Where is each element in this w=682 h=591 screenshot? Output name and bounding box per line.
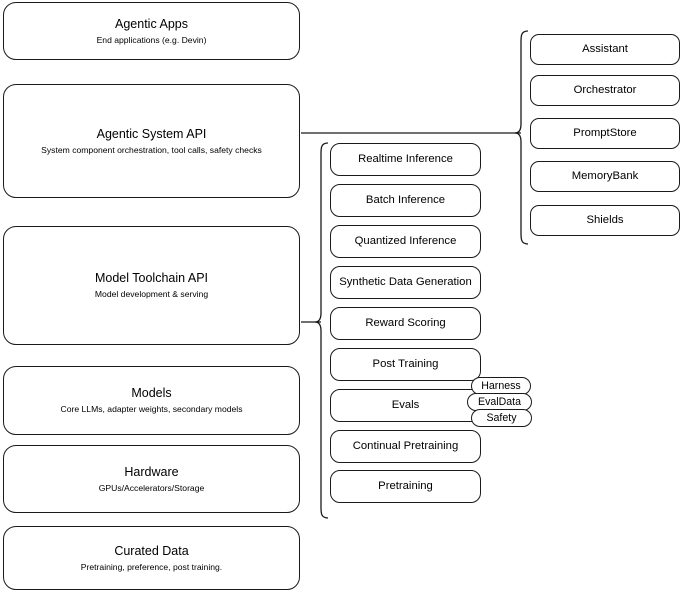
- component-post-training[interactable]: Post Training: [330, 348, 481, 381]
- component-realtime-inference[interactable]: Realtime Inference: [330, 143, 481, 176]
- component-quantized-inference[interactable]: Quantized Inference: [330, 225, 481, 258]
- component-label: Quantized Inference: [354, 235, 457, 247]
- layer-title: Agentic System API: [96, 126, 207, 141]
- component-label: Shields: [586, 214, 624, 226]
- layer-subtitle: GPUs/Accelerators/Storage: [98, 482, 205, 493]
- component-pretraining[interactable]: Pretraining: [330, 470, 481, 503]
- component-label: Orchestrator: [573, 84, 637, 96]
- component-label: Synthetic Data Generation: [339, 276, 472, 288]
- component-label: Evals: [391, 399, 420, 411]
- layer-subtitle: End applications (e.g. Devin): [96, 34, 207, 45]
- layer-curated-data[interactable]: Curated Data Pretraining, preference, po…: [3, 526, 300, 590]
- component-synthetic-data-generation[interactable]: Synthetic Data Generation: [330, 266, 481, 299]
- component-label: Reward Scoring: [365, 317, 446, 329]
- component-shields[interactable]: Shields: [530, 205, 680, 236]
- component-promptstore[interactable]: PromptStore: [530, 118, 680, 149]
- component-label: Pretraining: [378, 480, 433, 492]
- component-assistant[interactable]: Assistant: [530, 34, 680, 65]
- layer-title: Curated Data: [114, 543, 189, 558]
- layer-subtitle: System component orchestration, tool cal…: [41, 144, 262, 155]
- layer-subtitle: Model development & serving: [94, 289, 209, 299]
- layer-title: Hardware: [124, 464, 179, 479]
- layer-title: Agentic Apps: [115, 16, 188, 31]
- layer-hardware[interactable]: Hardware GPUs/Accelerators/Storage: [3, 445, 300, 513]
- component-label: Post Training: [372, 358, 439, 370]
- component-label: PromptStore: [573, 127, 637, 139]
- layer-subtitle: Pretraining, preference, post training.: [80, 561, 223, 572]
- component-label: Assistant: [582, 43, 628, 55]
- brace-toolchain-components: [314, 142, 329, 519]
- component-memorybank[interactable]: MemoryBank: [530, 161, 680, 192]
- component-reward-scoring[interactable]: Reward Scoring: [330, 307, 481, 340]
- layer-subtitle: Core LLMs, adapter weights, secondary mo…: [60, 404, 243, 414]
- component-batch-inference[interactable]: Batch Inference: [330, 184, 481, 217]
- brace-agentic-components: [514, 30, 529, 245]
- component-label: MemoryBank: [571, 170, 639, 182]
- layer-model-toolchain-api[interactable]: Model Toolchain API Model development & …: [3, 226, 300, 345]
- component-label: Batch Inference: [365, 194, 446, 206]
- layer-agentic-system-api[interactable]: Agentic System API System component orch…: [3, 84, 300, 198]
- layer-models[interactable]: Models Core LLMs, adapter weights, secon…: [3, 366, 300, 435]
- layer-title: Models: [131, 386, 172, 400]
- component-evals[interactable]: Evals: [330, 389, 481, 422]
- component-label: Continual Pretraining: [352, 440, 459, 452]
- layer-title: Model Toolchain API: [94, 271, 209, 285]
- component-label: Realtime Inference: [358, 153, 453, 165]
- subcomponent-safety[interactable]: Safety: [471, 409, 532, 427]
- component-orchestrator[interactable]: Orchestrator: [530, 75, 680, 106]
- layer-agentic-apps[interactable]: Agentic Apps End applications (e.g. Devi…: [3, 2, 300, 60]
- component-continual-pretraining[interactable]: Continual Pretraining: [330, 430, 481, 463]
